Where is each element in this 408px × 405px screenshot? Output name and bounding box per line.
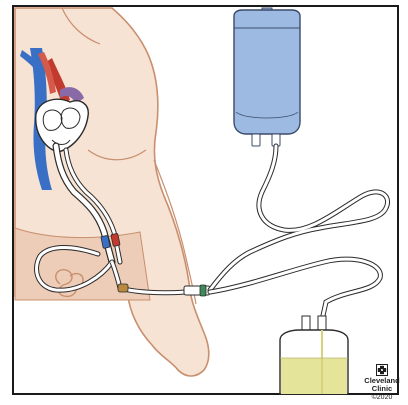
cleveland-clinic-cross-icon xyxy=(376,364,388,376)
copyright-credit: Cleveland Clinic ©2020 xyxy=(362,364,402,401)
brand-name-line2: Clinic xyxy=(362,385,402,393)
copyright-year: ©2020 xyxy=(362,394,402,401)
transfer-set-connector xyxy=(118,284,128,292)
dialysate-bag xyxy=(234,8,300,146)
green-clamp xyxy=(200,285,206,296)
